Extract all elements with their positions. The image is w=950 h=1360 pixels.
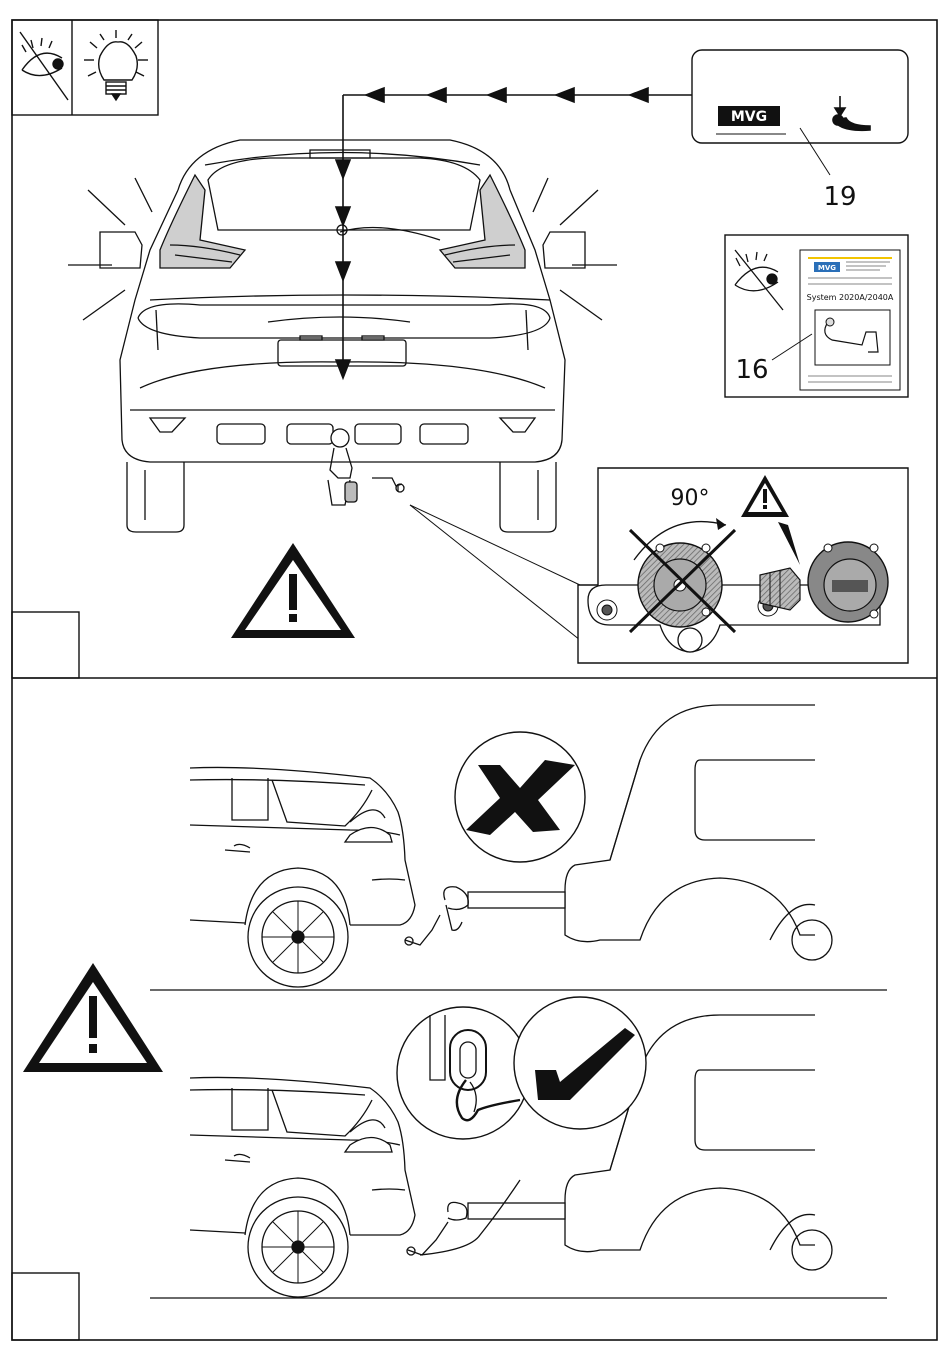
scene-incorrect [150,705,887,990]
arrow-left-icon [488,88,506,102]
arrow-down-icon [336,160,350,178]
taillight-right [440,175,525,268]
page-frame [12,20,937,1340]
manual-box: MVG System 2020A/2040A 16 [725,235,908,397]
scene-correct [150,997,887,1298]
doc-system-label: System 2020A/2040A [807,293,894,302]
eye-icon [20,32,68,100]
arrow-down-icon [336,262,350,280]
arrow-down-icon [336,207,350,225]
arrow-left-icon [630,88,648,102]
brand-logo: MVG [731,109,767,125]
arrow-left-icon [428,88,446,102]
taillight-left [160,175,245,268]
doc-brand: MVG [818,264,836,272]
warning-triangle-icon [231,543,355,638]
warning-triangle-icon [23,963,163,1072]
socket-detail-inset: 90° [410,468,908,663]
step-box-bottom [12,1273,79,1340]
arrow-down-icon [336,360,350,378]
callout-19: 19 [823,182,856,212]
arrow-left-icon [556,88,574,102]
icon-box [12,20,158,115]
angle-label: 90° [671,486,710,511]
step-box-top [12,612,79,678]
callout-16: 16 [735,355,768,385]
light-bulb-icon [84,30,148,100]
arrow-left-icon [366,88,384,102]
mvg-label-box: MVG 19 [692,50,908,212]
